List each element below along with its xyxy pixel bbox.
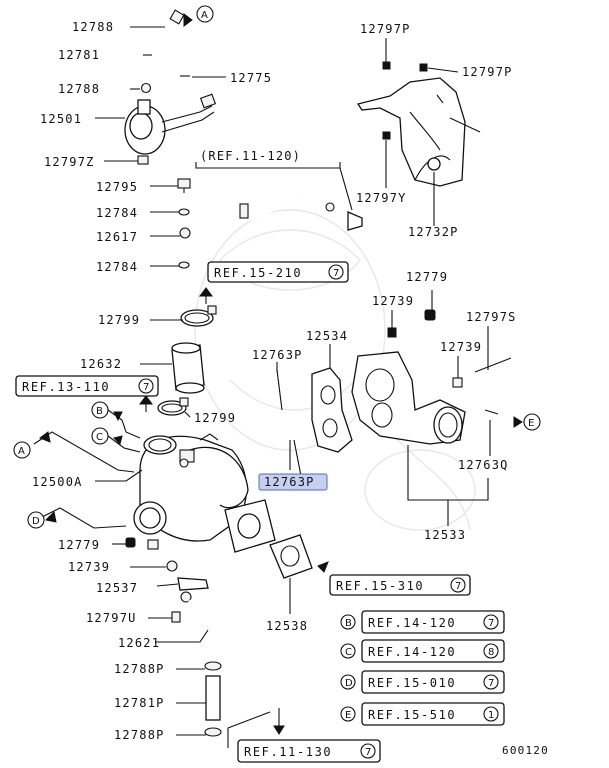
marker-legend: B REF.14-120 7 C REF.14-120 8 D REF.15-0…	[340, 610, 505, 726]
label-12632: 12632	[80, 357, 122, 371]
ref-box-15-210[interactable]: REF.15-210 7	[207, 261, 349, 283]
ref-11-130-num: 7	[365, 747, 371, 758]
figure-code: 600120	[502, 744, 549, 757]
leader-lines-left-top	[95, 26, 226, 162]
ref-15-210-num: 7	[333, 268, 339, 279]
marker-b-text: B	[96, 406, 103, 417]
label-12799-upper: 12799	[98, 313, 140, 327]
ref-13-110-num: 7	[143, 382, 149, 393]
marker-b[interactable]: B	[91, 401, 109, 419]
label-12797u: 12797U	[86, 611, 137, 625]
label-12788: 12788	[58, 82, 100, 96]
marker-e[interactable]: E	[523, 413, 541, 431]
legend-row-b[interactable]: B REF.14-120 7	[340, 610, 505, 634]
marker-a-top[interactable]: A	[196, 5, 214, 23]
label-12621: 12621	[118, 636, 160, 650]
turbocharger-body	[125, 305, 276, 737]
legend-marker-e: E	[345, 710, 351, 721]
label-ref-11-120: (REF.11-120)	[200, 149, 301, 163]
label-12533: 12533	[424, 528, 466, 542]
marker-a-top-text: A	[201, 10, 208, 21]
ref-15-510-num: 1	[488, 710, 494, 721]
label-12537: 12537	[96, 581, 138, 595]
marker-c[interactable]: C	[91, 427, 109, 445]
ref-15-010-num: 7	[488, 678, 494, 689]
marker-d[interactable]: D	[27, 511, 45, 529]
legend-row-e[interactable]: E REF.15-510 1	[340, 702, 505, 726]
heat-protector	[356, 38, 481, 226]
ref-14-120-c-text: REF.14-120	[368, 645, 456, 659]
marker-a-left[interactable]: A	[13, 441, 31, 459]
label-12732p: 12732P	[408, 225, 459, 239]
label-12797p-b: 12797P	[462, 65, 513, 79]
actuator-assembly	[124, 9, 217, 165]
highlighted-part-12763p[interactable]: 12763P	[258, 473, 328, 491]
label-12797z: 12797Z	[44, 155, 95, 169]
label-12775: 12775	[230, 71, 272, 85]
legend-marker-d: D	[345, 678, 353, 689]
marker-e-text: E	[528, 418, 534, 429]
label-12763p-highlighted: 12763P	[264, 475, 315, 489]
legend-marker-b: B	[345, 618, 352, 629]
label-12739-right-b: 12739	[440, 340, 482, 354]
ref-14-120-c-num: 8	[488, 647, 494, 658]
label-12797s: 12797S	[466, 310, 517, 324]
label-12739-left: 12739	[68, 560, 110, 574]
label-12799-lower: 12799	[194, 411, 236, 425]
legend-row-d[interactable]: D REF.15-010 7	[340, 670, 505, 694]
label-12784-b: 12784	[96, 260, 138, 274]
diagram-markers: A A B C D E	[13, 5, 541, 529]
legend-marker-c: C	[345, 647, 352, 658]
label-12784-a: 12784	[96, 206, 138, 220]
label-12534: 12534	[306, 329, 348, 343]
marker-a-left-text: A	[18, 446, 25, 457]
label-12795: 12795	[96, 180, 138, 194]
marker-d-text: D	[32, 516, 40, 527]
ref-box-15-310[interactable]: REF.15-310 7	[329, 574, 471, 596]
exhaust-fitting	[269, 290, 512, 614]
label-12763q: 12763Q	[458, 458, 509, 472]
ref-box-11-130[interactable]: REF.11-130 7	[237, 739, 381, 763]
leader-lines-left	[33, 13, 523, 748]
ref-15-010-text: REF.15-010	[368, 676, 456, 690]
legend-row-c[interactable]: C REF.14-120 8	[340, 639, 505, 663]
ref-15-210-text: REF.15-210	[214, 266, 302, 280]
label-12500a: 12500A	[32, 475, 83, 489]
label-12617: 12617	[96, 230, 138, 244]
marker-c-text: C	[96, 432, 103, 443]
label-12501: 12501	[40, 112, 82, 126]
ref-11-130-text: REF.11-130	[244, 745, 332, 759]
label-12763p-upper: 12763P	[252, 348, 303, 362]
ref-box-13-110[interactable]: REF.13-110 7	[15, 375, 159, 397]
ref-14-120-b-num: 7	[488, 618, 494, 629]
label-12788-top: 12788	[72, 20, 114, 34]
label-12788p-upper: 12788P	[114, 662, 165, 676]
label-12797y: 12797Y	[356, 191, 407, 205]
ref-13-110-text: REF.13-110	[22, 380, 110, 394]
label-12797p-a: 12797P	[360, 22, 411, 36]
ref-15-310-num: 7	[455, 581, 461, 592]
label-12538: 12538	[266, 619, 308, 633]
label-12779-left: 12779	[58, 538, 100, 552]
ref-14-120-b-text: REF.14-120	[368, 616, 456, 630]
label-12779-right: 12779	[406, 270, 448, 284]
oil-pipe-group	[150, 162, 363, 269]
label-12788p-lower: 12788P	[114, 728, 165, 742]
label-12781p: 12781P	[114, 696, 165, 710]
part-labels: 12788 12781 12788 12775 12501 12797Z 127…	[32, 20, 549, 757]
ref-15-510-text: REF.15-510	[368, 708, 456, 722]
label-12781: 12781	[58, 48, 100, 62]
ref-15-310-text: REF.15-310	[336, 579, 424, 593]
label-12739-right-a: 12739	[372, 294, 414, 308]
